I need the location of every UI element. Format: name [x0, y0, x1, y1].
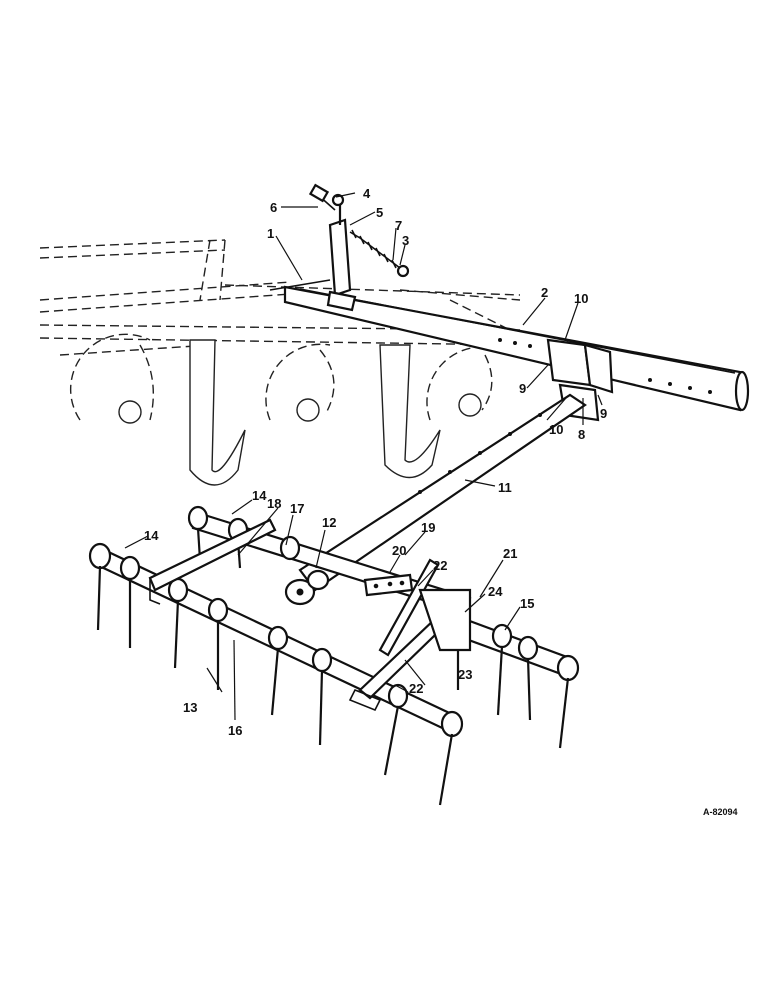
- tine-clamps: [88, 505, 580, 738]
- callout-17: 17: [290, 501, 304, 516]
- callout-13: 13: [183, 700, 197, 715]
- cross-braces: [148, 518, 472, 712]
- callout-24: 24: [488, 584, 503, 599]
- callout-6: 6: [270, 200, 277, 215]
- callout-3: 3: [402, 233, 409, 248]
- callout-2: 2: [541, 285, 548, 300]
- spring-assembly: [269, 183, 410, 312]
- callout-9a: 9: [519, 381, 526, 396]
- spring-tines: [96, 527, 570, 806]
- callout-14a: 14: [144, 528, 159, 543]
- callout-14b: 14: [252, 488, 267, 503]
- background-implement: [39, 239, 521, 486]
- callout-23: 23: [458, 667, 472, 682]
- callout-10a: 10: [574, 291, 588, 306]
- callout-22b: 22: [409, 681, 423, 696]
- callout-19: 19: [421, 520, 435, 535]
- callout-18: 18: [267, 496, 281, 511]
- callout-20: 20: [392, 543, 406, 558]
- callout-7: 7: [395, 218, 402, 233]
- callout-12: 12: [322, 515, 336, 530]
- callout-5: 5: [376, 205, 383, 220]
- callout-21: 21: [503, 546, 517, 561]
- leader-lines: [124, 192, 603, 721]
- callout-10b: 10: [549, 422, 563, 437]
- callout-1: 1: [267, 226, 274, 241]
- callout-9b: 9: [600, 406, 607, 421]
- drawing-number: A-82094: [703, 807, 738, 817]
- callout-4: 4: [363, 186, 371, 201]
- pivot-hub: [284, 569, 330, 606]
- toolbar-main-bar: [283, 285, 750, 412]
- callout-11: 11: [498, 480, 512, 495]
- callout-22a: 22: [433, 558, 447, 573]
- callout-15: 15: [520, 596, 534, 611]
- callout-labels: 1 2 3 4 5 6 7 8 9 9 10 10 11 12 13 14 14…: [144, 186, 738, 817]
- callout-16: 16: [228, 723, 242, 738]
- callout-8: 8: [578, 427, 585, 442]
